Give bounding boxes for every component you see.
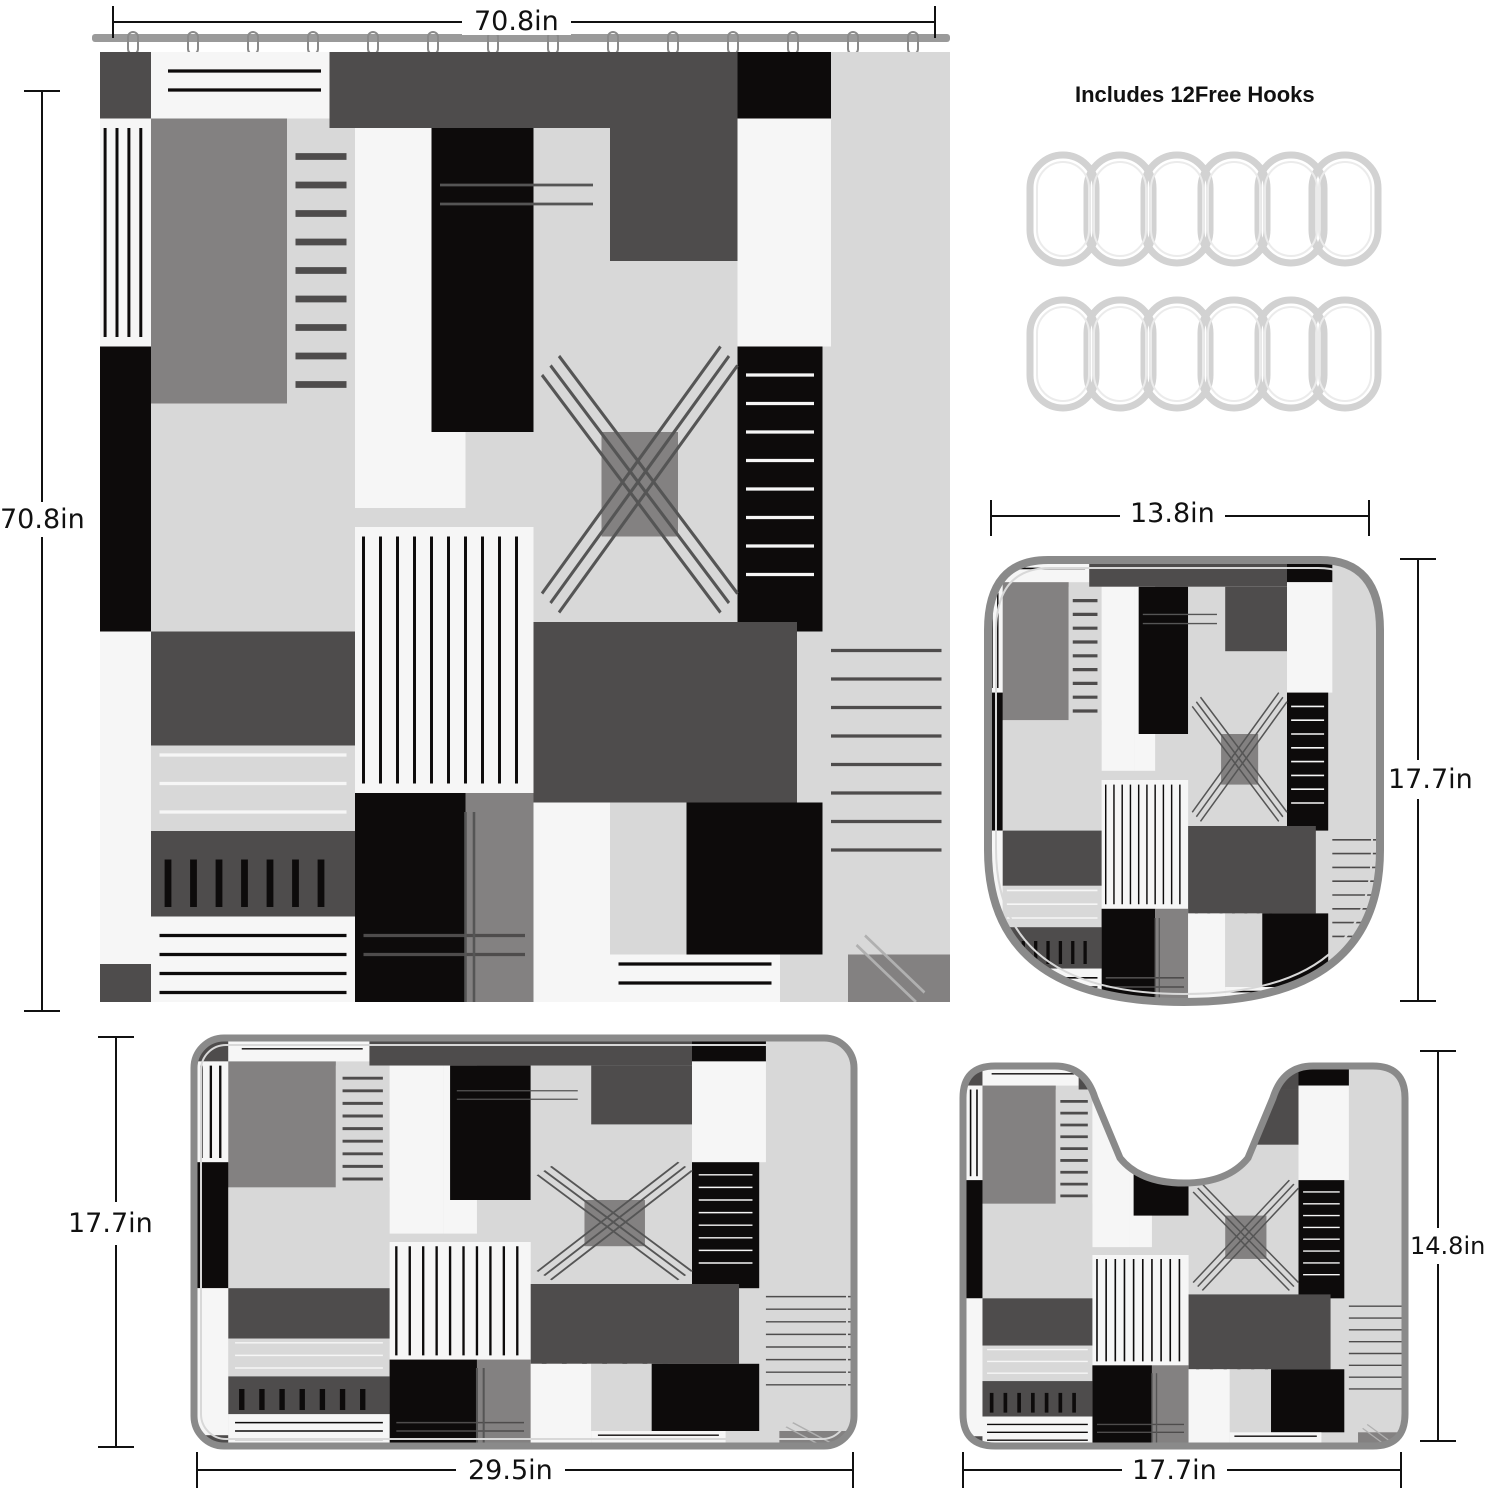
bath-mat — [190, 1034, 858, 1450]
hook-ring-icon — [1083, 151, 1157, 267]
toilet-lid-cover — [984, 556, 1384, 1007]
contour-mat-height-label: 14.8in — [1410, 1228, 1486, 1264]
bath-mat-width-label: 29.5in — [456, 1457, 565, 1484]
hook-ring-icon — [1140, 151, 1214, 267]
hook-ring-icon — [1026, 151, 1100, 267]
hook-ring-icon — [1140, 296, 1214, 412]
hook-rings — [1026, 151, 1382, 412]
contour-mat — [959, 1062, 1409, 1450]
contour-mat-width-label: 17.7in — [1122, 1457, 1227, 1484]
hook-ring-icon — [1197, 151, 1271, 267]
curtain-height-dimension-line — [24, 90, 60, 1012]
hook-ring-icon — [1254, 296, 1328, 412]
lid-width-label: 13.8in — [1120, 500, 1225, 527]
shower-curtain — [92, 31, 950, 1005]
bath-mat-height-label: 17.7in — [68, 1202, 153, 1245]
hook-ring-icon — [1197, 296, 1271, 412]
hook-ring-icon — [1026, 296, 1100, 412]
curtain-width-label: 70.8in — [462, 8, 571, 35]
hooks-caption: Includes 12Free Hooks — [1075, 82, 1315, 107]
hook-ring-icon — [1254, 151, 1328, 267]
curtain-height-label: 70.8in — [0, 502, 85, 537]
curtain-rod — [92, 34, 950, 42]
lid-height-label: 17.7in — [1388, 760, 1473, 799]
hook-ring-icon — [1308, 151, 1382, 267]
hook-ring-icon — [1308, 296, 1382, 412]
hook-ring-icon — [1083, 296, 1157, 412]
